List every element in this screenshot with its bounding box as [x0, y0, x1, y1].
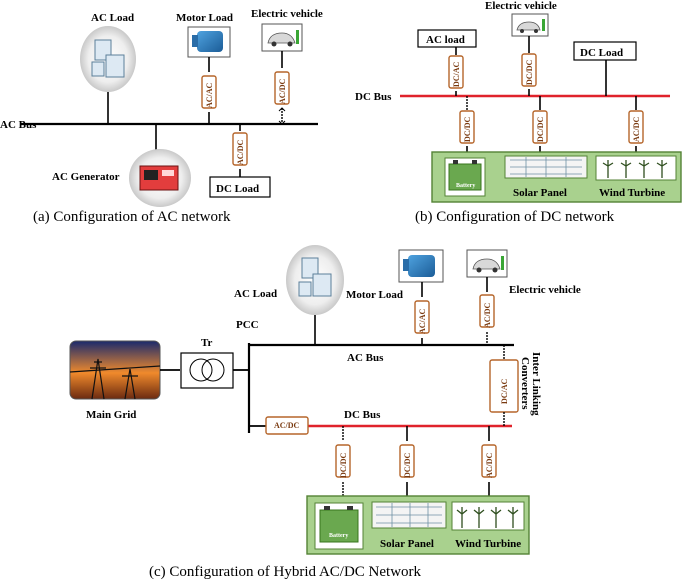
ac-bus-label: AC Bus	[0, 119, 37, 131]
main-grid-icon	[69, 340, 161, 400]
ilc-label-line1: Inter Linking	[530, 352, 542, 416]
motor-icon-c	[398, 249, 444, 283]
svg-text:Battery: Battery	[329, 533, 348, 539]
svg-text:DC/AC: DC/AC	[500, 378, 509, 404]
conv-battery-dcdc-c: DC/DC	[335, 444, 351, 478]
transformer-icon	[180, 352, 234, 389]
svg-text:AC/DC: AC/DC	[274, 421, 300, 430]
conv-dcload-acdc: AC/DC	[232, 132, 248, 166]
ac-load-box-b	[417, 29, 477, 48]
motor-load-label-c: Motor Load	[346, 289, 403, 301]
ev-icon-c	[466, 249, 508, 278]
solar-panel-icon-c: Solar Panel	[371, 501, 447, 550]
svg-text:Solar Panel: Solar Panel	[513, 187, 567, 199]
caption-c: (c) Configuration of Hybrid AC/DC Networ…	[149, 564, 422, 580]
ev-label-b: Electric vehicle	[485, 0, 557, 12]
conv-wind-acdc-c: AC/DC	[481, 444, 497, 478]
ev-label: Electric vehicle	[251, 8, 323, 20]
panel-c: Main Grid Tr PCC AC Bus DC Bus AC/DC	[69, 245, 581, 580]
svg-text:AC/AC: AC/AC	[418, 308, 427, 334]
svg-text:DC/DC: DC/DC	[339, 452, 348, 478]
svg-text:AC/DC: AC/DC	[278, 78, 287, 104]
motor-load-label: Motor Load	[176, 12, 233, 24]
wind-turbine-icon-b: Wind Turbine	[595, 155, 677, 199]
svg-text:DC/DC: DC/DC	[536, 116, 545, 142]
dc-load-box-b	[573, 41, 637, 61]
battery-icon-b: Battery	[444, 157, 486, 197]
svg-text:DC/DC: DC/DC	[403, 452, 412, 478]
svg-text:AC/AC: AC/AC	[205, 82, 214, 108]
dc-load-label-b: DC Load	[580, 47, 623, 59]
caption-b: (b) Configuration of DC network	[415, 209, 615, 225]
svg-text:AC/DC: AC/DC	[485, 452, 494, 478]
conv-ilc-dcac: DC/AC	[489, 359, 519, 413]
source-links-b	[466, 96, 637, 110]
svg-text:Wind Turbine: Wind Turbine	[599, 187, 665, 199]
conv-motor-acac-c: AC/AC	[414, 300, 430, 334]
ac-load-label: AC Load	[91, 12, 134, 24]
ac-bus-label-c: AC Bus	[347, 352, 384, 364]
conv-motor-acac: AC/AC	[201, 75, 217, 109]
conv-grid-acdc: AC/DC	[265, 416, 309, 435]
svg-text:DC/DC: DC/DC	[525, 59, 534, 85]
ac-generator-icon	[129, 149, 191, 207]
dc-bus-label-b: DC Bus	[355, 91, 392, 103]
conv-solar-dcdc-c: DC/DC	[399, 444, 415, 478]
ac-load-icon	[80, 26, 136, 92]
ev-icon	[261, 23, 303, 52]
battery-icon-c: Battery	[314, 502, 364, 550]
svg-text:Wind Turbine: Wind Turbine	[455, 538, 521, 550]
dc-load-box	[209, 176, 271, 198]
ilc-label-line2: Converters	[519, 357, 531, 410]
svg-text:AC/DC: AC/DC	[483, 302, 492, 328]
svg-text:Battery: Battery	[456, 183, 475, 189]
dc-load-label: DC Load	[216, 183, 259, 195]
dc-bus-label-c: DC Bus	[344, 409, 381, 421]
wind-turbine-icon-c: Wind Turbine	[451, 501, 525, 550]
svg-text:Solar Panel: Solar Panel	[380, 538, 434, 550]
caption-a: (a) Configuration of AC network	[33, 209, 231, 225]
svg-text:DC/AC: DC/AC	[452, 61, 461, 87]
svg-text:AC/DC: AC/DC	[236, 139, 245, 165]
ac-load-icon-c	[286, 245, 344, 315]
conv-wind-acdc-b: AC/DC	[628, 110, 644, 144]
main-grid-label: Main Grid	[86, 409, 136, 421]
conv-ev-acdc: AC/DC	[274, 71, 290, 105]
conv-battery-dcdc-b: DC/DC	[459, 110, 475, 144]
ac-load-label-c: AC Load	[234, 288, 277, 300]
solar-panel-icon-b: Solar Panel	[504, 155, 588, 199]
ev-icon-b	[511, 13, 549, 37]
ac-load-label-b: AC load	[426, 34, 465, 46]
conv-solar-dcdc-b: DC/DC	[532, 110, 548, 144]
panel-b: DC Bus AC load DC/AC Electric vehicle DC…	[355, 0, 682, 225]
motor-icon	[187, 26, 231, 58]
conv-ev-dcdc-b: DC/DC	[521, 53, 537, 87]
panel-a: AC Bus AC Load Motor Load AC/AC Electric…	[0, 8, 323, 225]
conv-acload-dcac: DC/AC	[448, 55, 464, 89]
svg-text:DC/DC: DC/DC	[463, 116, 472, 142]
svg-text:AC/DC: AC/DC	[632, 116, 641, 142]
conv-ev-acdc-c: AC/DC	[479, 294, 495, 328]
ev-label-c: Electric vehicle	[509, 284, 581, 296]
pcc-label: PCC	[236, 319, 259, 331]
ac-generator-label: AC Generator	[52, 171, 120, 183]
tr-label: Tr	[201, 337, 213, 349]
